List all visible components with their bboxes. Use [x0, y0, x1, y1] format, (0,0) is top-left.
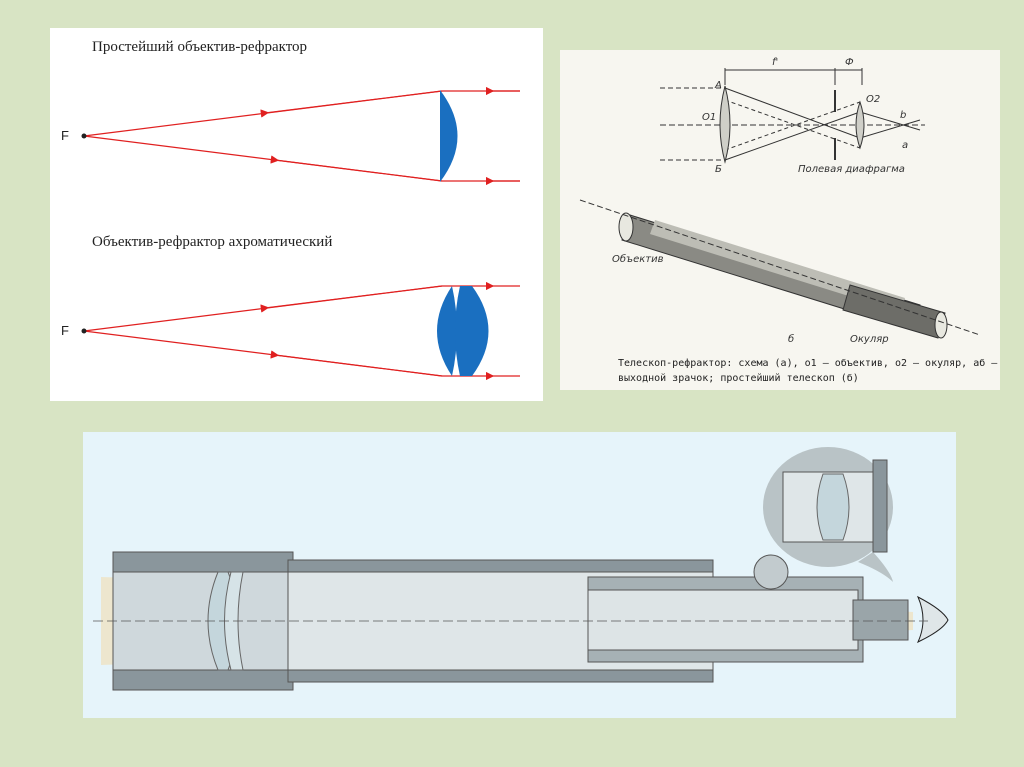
eyepiece-lens-magnified: [816, 473, 850, 541]
achromatic-objective-diagram: [81, 281, 520, 381]
objective-label: Объектив: [612, 253, 664, 265]
focus-label: F: [61, 128, 69, 143]
pupil-b-label: b: [900, 110, 906, 121]
objective-lens: [719, 85, 731, 164]
focus-point: [81, 328, 87, 334]
refractor-cross-section: [93, 447, 949, 691]
telescope-scheme-drawing: f' Ф A Б O1 O2 b а Полевая диафрагма Объ…: [579, 57, 981, 345]
plano-convex-lens: [440, 90, 458, 182]
eyepiece-label: Окуляр: [850, 334, 889, 345]
field-size-label: Ф: [845, 57, 854, 68]
focus-point: [81, 133, 87, 139]
focus-knob: [753, 554, 789, 590]
simple-objective-title: Простейший объектив-рефрактор: [92, 39, 308, 55]
eyepiece-o2-label: O2: [866, 94, 880, 105]
eye: [916, 595, 949, 644]
telescope-scheme-panel: f' Ф A Б O1 O2 b а Полевая диафрагма Объ…: [560, 50, 1000, 390]
pupil-a-label: а: [902, 140, 908, 151]
objective-o1-label: O1: [702, 112, 716, 123]
focal-length-label: f': [772, 57, 778, 68]
ray-diagrams: [81, 86, 520, 381]
optical-scheme: [660, 68, 925, 161]
field-diaphragm-label: Полевая диафрагма: [798, 164, 905, 175]
point-b-label: Б: [715, 164, 722, 175]
figure-b-label: б: [788, 333, 794, 345]
point-a-label: A: [714, 80, 722, 91]
achromat-flint-lens: [455, 286, 489, 376]
simple-telescope-drawing: [579, 199, 981, 339]
simple-objective-diagram: [81, 86, 520, 186]
figure-caption: Телескоп-рефрактор: схема (а), о1 — объе…: [618, 358, 998, 384]
focus-label: F: [61, 323, 69, 338]
refractor-cross-section-panel: [83, 432, 956, 718]
achromatic-objective-title: Объектив-рефрактор ахроматический: [92, 234, 333, 250]
refractor-objective-panel: Простейший объектив-рефрактор Объектив-р…: [50, 28, 543, 401]
eyepiece-lens: [855, 100, 865, 150]
achromat-crown-lens: [437, 286, 457, 376]
